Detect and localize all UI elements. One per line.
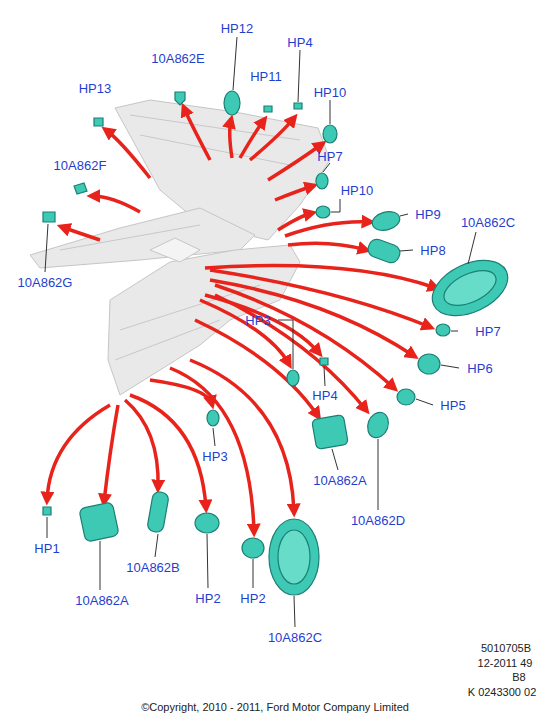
reference-note: K 0243300 02 xyxy=(468,687,537,698)
callout-label: 10A862A xyxy=(313,474,367,487)
callout-label: 10A862B xyxy=(126,561,180,574)
callout-label: HP5 xyxy=(440,399,465,412)
callout-label: HP3 xyxy=(245,314,270,327)
callout-label: HP13 xyxy=(79,82,112,95)
callout-label: HP12 xyxy=(221,22,254,35)
callout-label: 10A862C xyxy=(268,631,322,644)
callout-label: HP8 xyxy=(420,244,445,257)
reference-note: 12-2011 49 xyxy=(478,658,533,669)
callout-label: HP1 xyxy=(34,542,59,555)
callout-label: 10A862F xyxy=(54,159,107,172)
callout-label: HP6 xyxy=(467,362,492,375)
callout-label: 10A862G xyxy=(18,276,73,289)
callout-label: HP10 xyxy=(341,184,374,197)
callout-label: HP4 xyxy=(312,389,337,402)
callout-label: 10A862C xyxy=(461,216,515,229)
parts xyxy=(43,91,516,595)
direction-arrows xyxy=(47,108,436,532)
reference-note: B8 xyxy=(512,672,525,683)
vehicle-body xyxy=(30,100,330,395)
callout-label: HP2 xyxy=(195,592,220,605)
callout-label: HP7 xyxy=(475,325,500,338)
callout-label: HP9 xyxy=(415,208,440,221)
callout-label: HP3 xyxy=(202,450,227,463)
callout-label: HP10 xyxy=(314,86,347,99)
callout-label: 10A862E xyxy=(151,52,205,65)
callout-label: 10A862A xyxy=(75,594,129,607)
callout-label: HP4 xyxy=(287,36,312,49)
reference-note: 5010705B xyxy=(481,643,531,654)
leader-lines xyxy=(45,37,476,627)
callout-label: HP11 xyxy=(250,70,282,83)
callout-label: HP2 xyxy=(240,592,265,605)
vehicle-lines xyxy=(60,115,300,360)
callout-label: 10A862D xyxy=(351,514,405,527)
reference-note: ©Copyright, 2010 - 2011, Ford Motor Comp… xyxy=(141,702,409,713)
callout-label: HP7 xyxy=(317,150,342,163)
